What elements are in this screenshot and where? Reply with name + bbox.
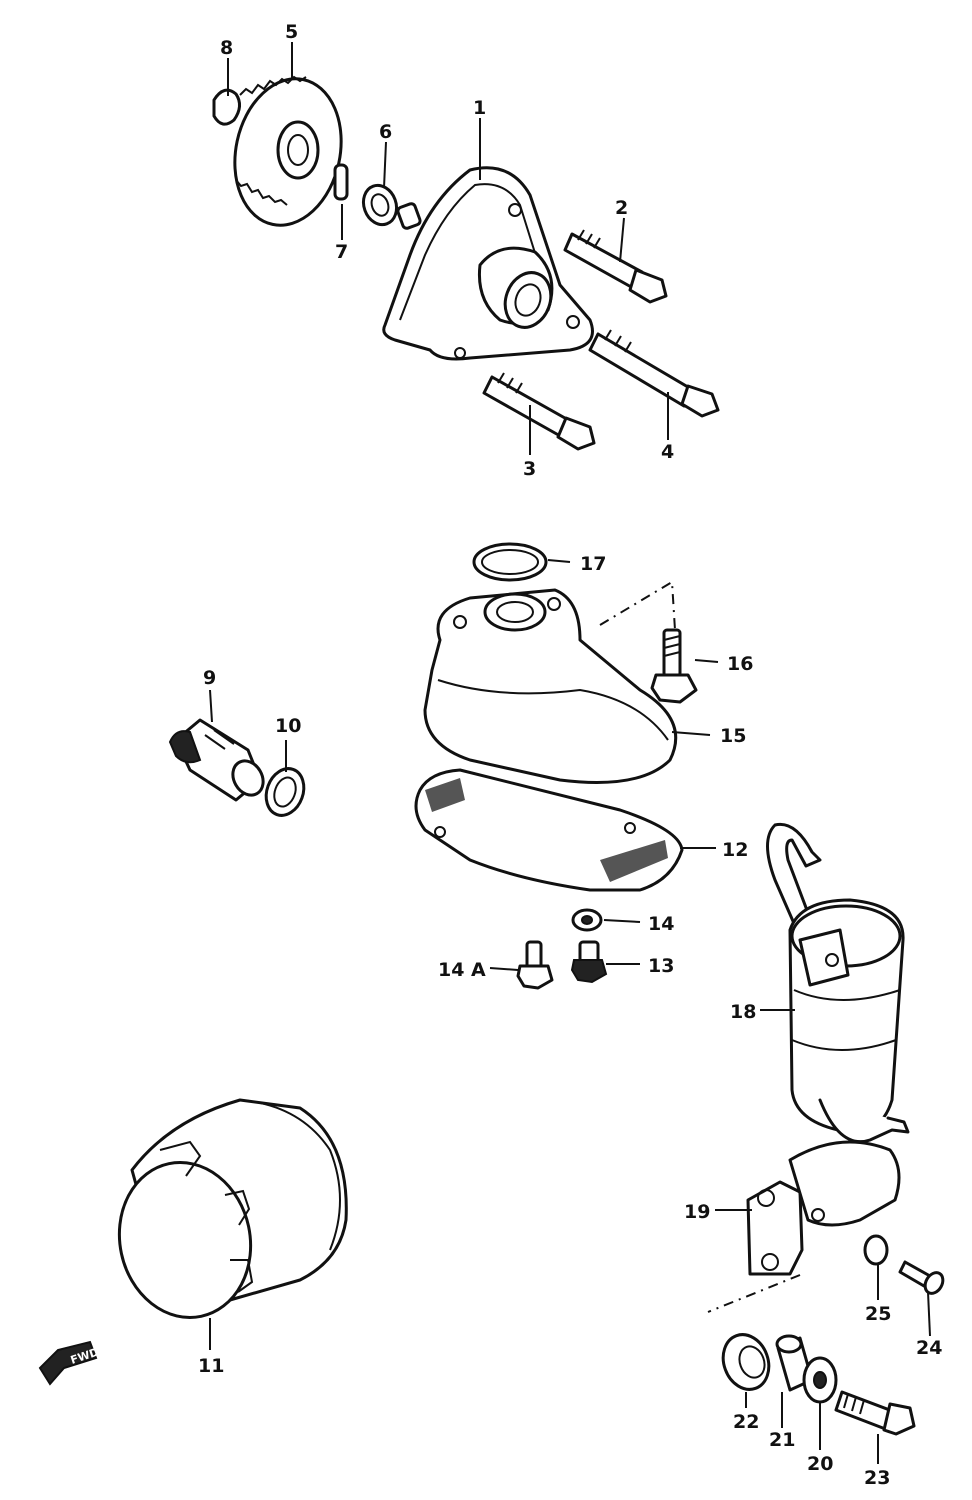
o-ring-17 bbox=[472, 542, 548, 582]
callout-2: 2 bbox=[615, 197, 628, 219]
bolt-23 bbox=[834, 1390, 916, 1436]
callout-4: 4 bbox=[661, 441, 674, 463]
callout-14: 14 bbox=[648, 913, 674, 935]
callout-13: 13 bbox=[648, 955, 674, 977]
bolt-13 bbox=[570, 940, 608, 984]
callout-5: 5 bbox=[285, 21, 298, 43]
washer-14 bbox=[571, 908, 603, 932]
gasket-12 bbox=[414, 768, 684, 892]
snap-ring-8 bbox=[212, 88, 241, 126]
washer-6 bbox=[361, 183, 399, 227]
callout-22: 22 bbox=[733, 1411, 759, 1433]
callout-1: 1 bbox=[473, 97, 486, 119]
callout-14a: 14 A bbox=[438, 959, 486, 981]
callout-9: 9 bbox=[203, 667, 216, 689]
callout-15: 15 bbox=[720, 725, 746, 747]
callout-17: 17 bbox=[580, 553, 606, 575]
callout-20: 20 bbox=[807, 1453, 833, 1475]
bolt-16 bbox=[650, 628, 698, 704]
bracket-19 bbox=[746, 1140, 901, 1276]
oil-cooler-18 bbox=[788, 898, 910, 1143]
washer-25 bbox=[863, 1234, 889, 1266]
callout-8: 8 bbox=[220, 37, 233, 59]
bolt-3 bbox=[482, 372, 596, 451]
callout-18: 18 bbox=[730, 1001, 756, 1023]
gear-5 bbox=[233, 75, 343, 227]
oil-filter-11 bbox=[117, 1098, 348, 1319]
gasket-10 bbox=[264, 767, 306, 817]
bolt-24 bbox=[898, 1260, 945, 1295]
callout-12: 12 bbox=[722, 839, 748, 861]
callout-21: 21 bbox=[769, 1429, 795, 1451]
callout-25: 25 bbox=[865, 1303, 891, 1325]
oil-strainer-cover-15 bbox=[423, 588, 678, 784]
bolt-4 bbox=[588, 329, 720, 418]
cushion-22 bbox=[721, 1333, 771, 1391]
pump-cover-1 bbox=[382, 166, 594, 361]
bolt-2 bbox=[563, 229, 668, 304]
pin-7 bbox=[333, 163, 349, 201]
callout-19: 19 bbox=[684, 1201, 710, 1223]
callout-16: 16 bbox=[727, 653, 753, 675]
forward-arrow-icon: FWD bbox=[38, 1340, 100, 1386]
callout-11: 11 bbox=[198, 1355, 224, 1377]
callout-3: 3 bbox=[523, 458, 536, 480]
callout-23: 23 bbox=[864, 1467, 890, 1489]
callout-7: 7 bbox=[335, 241, 348, 263]
drain-plug-9 bbox=[168, 718, 265, 802]
callout-6: 6 bbox=[379, 121, 392, 143]
callout-10: 10 bbox=[275, 715, 301, 737]
callout-24: 24 bbox=[916, 1337, 942, 1359]
bolt-14a bbox=[516, 940, 554, 990]
washer-20 bbox=[802, 1356, 838, 1404]
